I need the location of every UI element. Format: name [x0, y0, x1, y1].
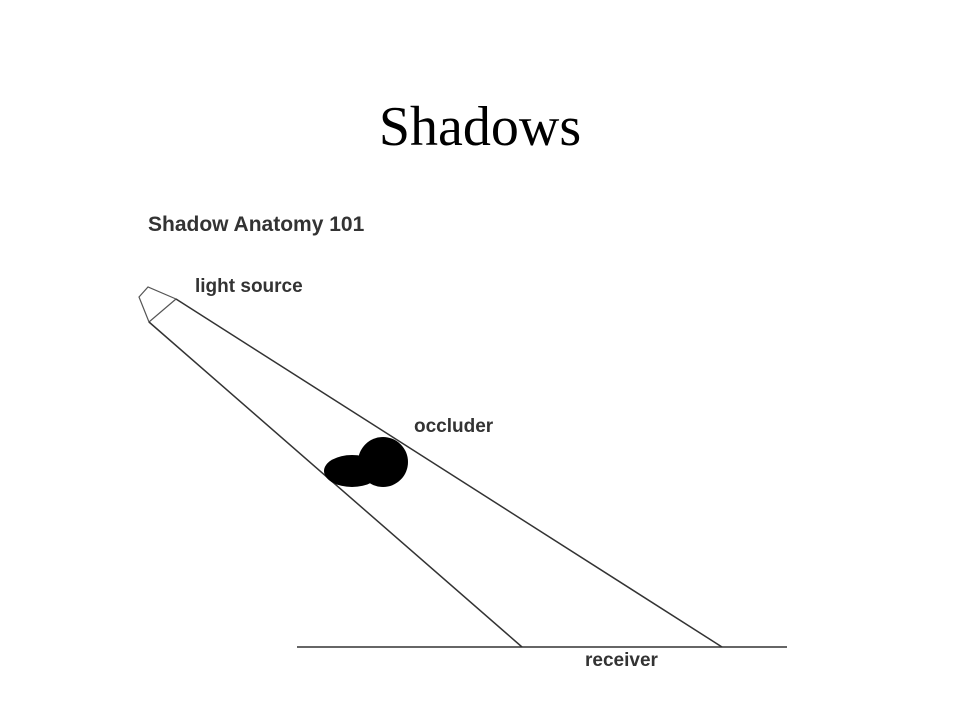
beam-upper-edge — [175, 298, 723, 648]
occluder-label: occluder — [414, 416, 494, 437]
occluder — [324, 437, 408, 487]
light-beam — [148, 298, 723, 648]
slide-title: Shadows — [378, 96, 582, 158]
light-source-shape — [138, 286, 178, 323]
light-source-label: light source — [195, 276, 303, 297]
receiver-label: receiver — [585, 650, 659, 671]
diagram-heading: Shadow Anatomy 101 — [148, 213, 365, 236]
beam-lower-edge — [148, 321, 523, 648]
occluder-blob-right — [358, 437, 408, 487]
light-source — [138, 286, 178, 323]
